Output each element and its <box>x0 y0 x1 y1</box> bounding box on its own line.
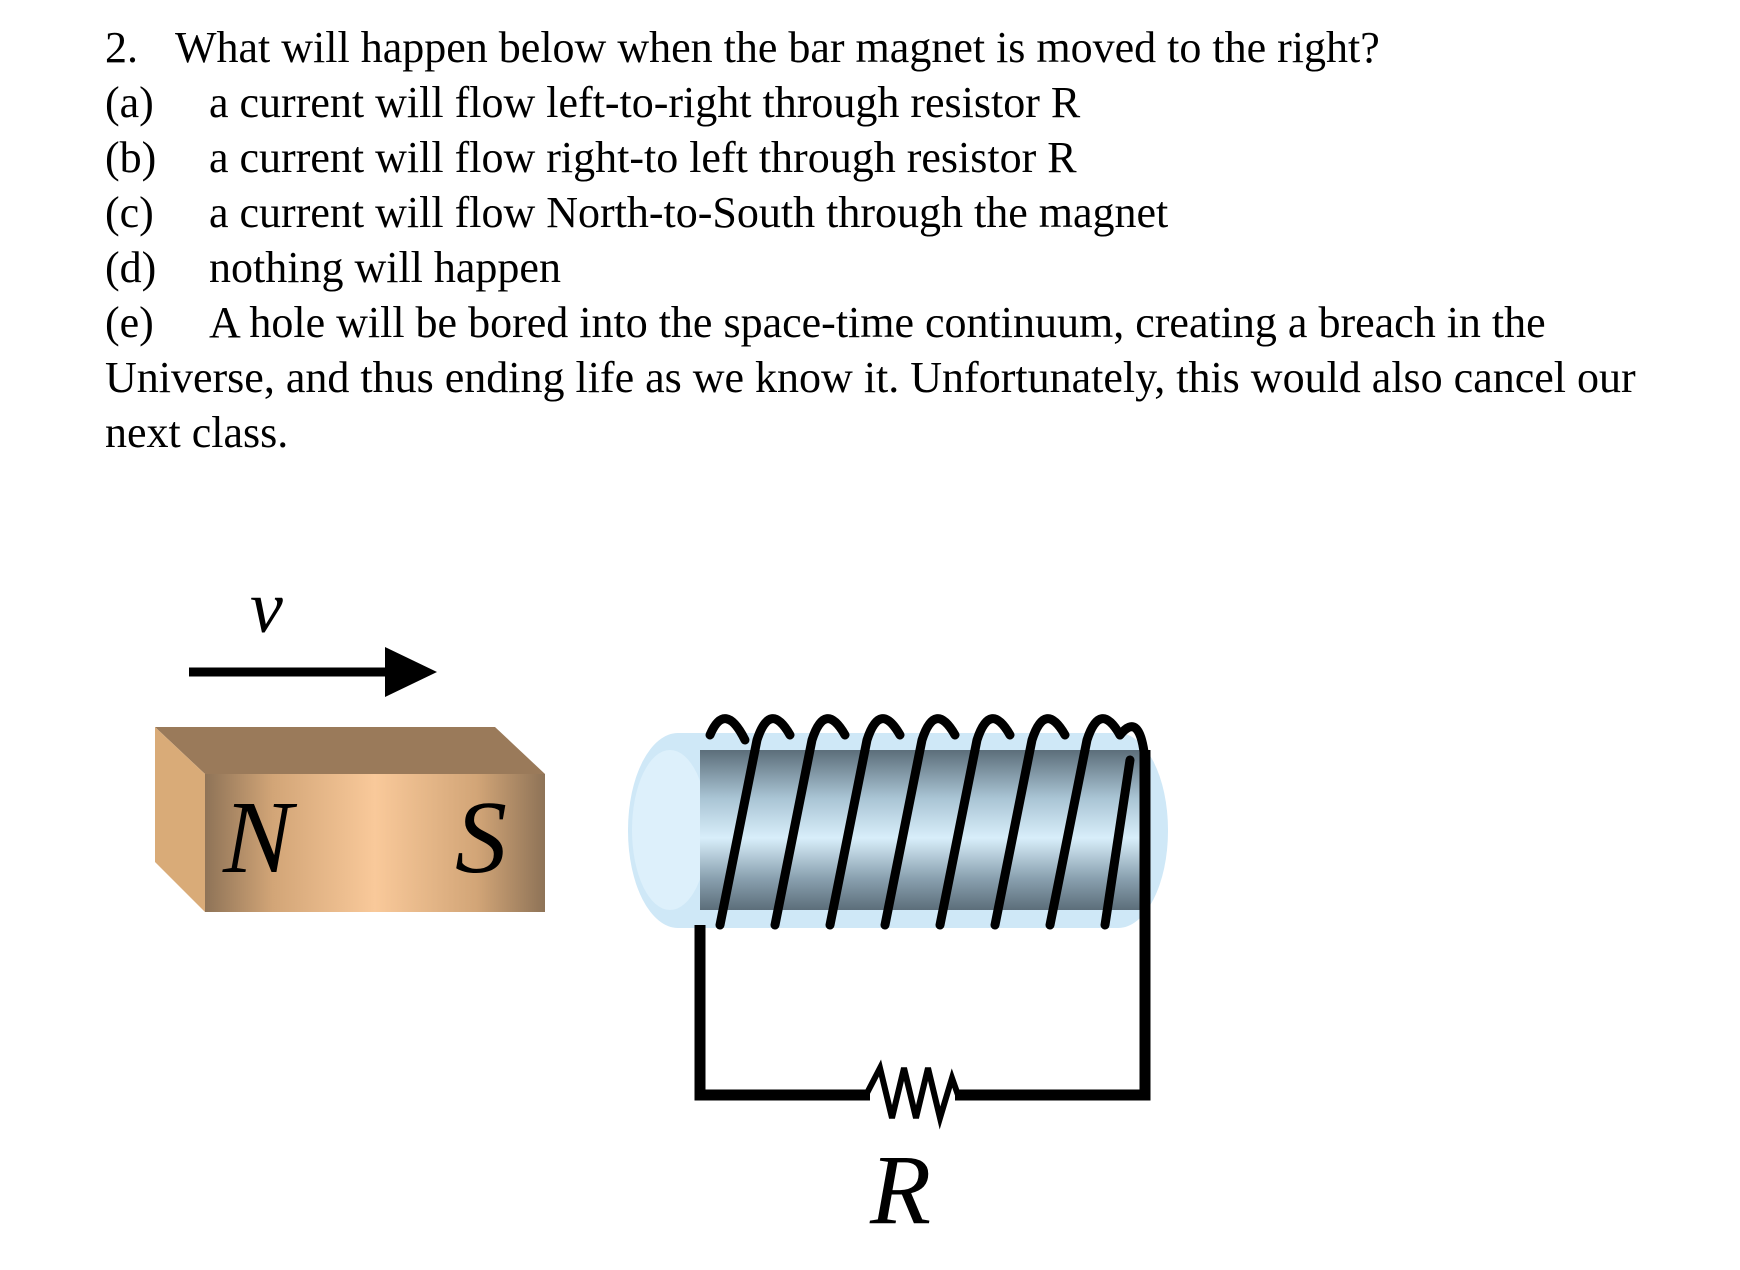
resistor: R <box>863 1059 961 1245</box>
question-block: 2. What will happen below when the bar ma… <box>105 20 1705 460</box>
velocity-label: v <box>250 567 283 649</box>
question-number: 2. <box>105 23 138 72</box>
solenoid <box>628 714 1168 930</box>
option-c: (c) a current will flow North-to-South th… <box>105 185 1705 240</box>
option-text: nothing will happen <box>209 243 561 292</box>
option-e: (e)A hole will be bored into the space-t… <box>105 295 1685 460</box>
bar-magnet: N S <box>155 727 545 912</box>
circuit-wire <box>694 750 1151 1101</box>
magnet-side-face <box>155 727 205 912</box>
resistor-zigzag <box>863 1059 961 1130</box>
question-text: What will happen below when the bar magn… <box>175 23 1380 72</box>
option-text: a current will flow North-to-South throu… <box>209 188 1169 237</box>
option-text: a current will flow left-to-right throug… <box>209 78 1081 127</box>
option-b: (b) a current will flow right-to left thr… <box>105 130 1705 185</box>
magnet-south-label: S <box>455 780 507 895</box>
option-text: A hole will be bored into the space-time… <box>105 298 1636 457</box>
option-d: (d) nothing will happen <box>105 240 1705 295</box>
option-key: (d) <box>105 243 157 292</box>
option-a: (a) a current will flow left-to-right thr… <box>105 75 1705 130</box>
option-key: (c) <box>105 188 154 237</box>
question-stem: 2. What will happen below when the bar ma… <box>105 20 1705 75</box>
magnet-north-label: N <box>222 780 298 895</box>
resistor-label: R <box>869 1134 931 1245</box>
velocity-arrow <box>189 647 437 697</box>
option-key: (a) <box>105 78 154 127</box>
option-key: (b) <box>105 133 157 182</box>
option-key: (e) <box>105 298 154 347</box>
core-left-end <box>632 750 708 910</box>
magnet-top-face <box>155 727 545 774</box>
option-text: a current will flow right-to left throug… <box>209 133 1077 182</box>
magnet-front-face <box>205 774 545 912</box>
coil-windings <box>705 714 1150 930</box>
